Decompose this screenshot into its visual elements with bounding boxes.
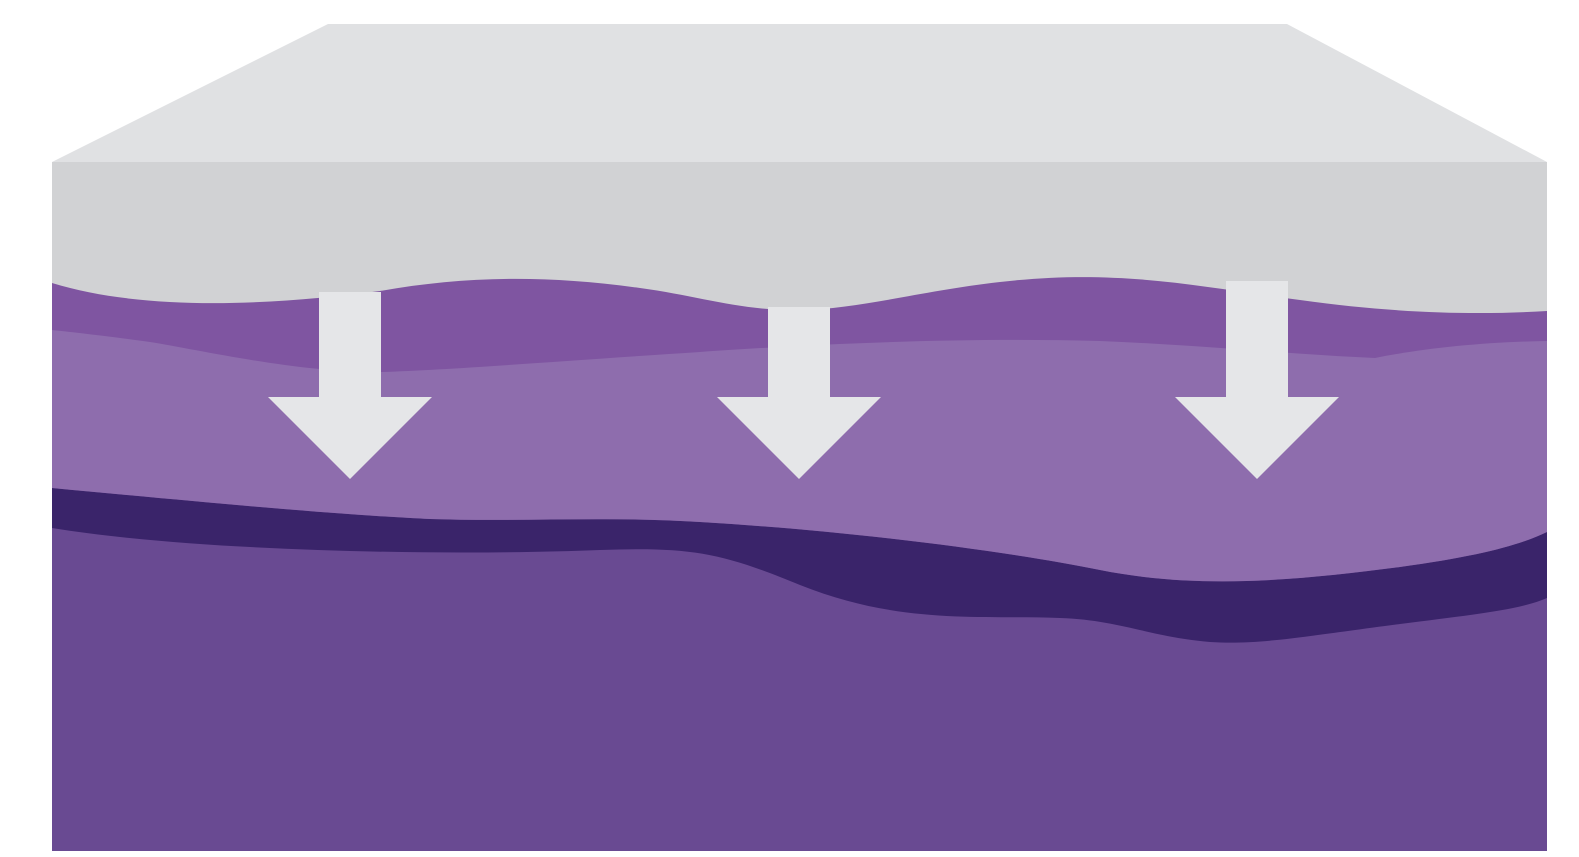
front-panel	[52, 162, 1547, 313]
